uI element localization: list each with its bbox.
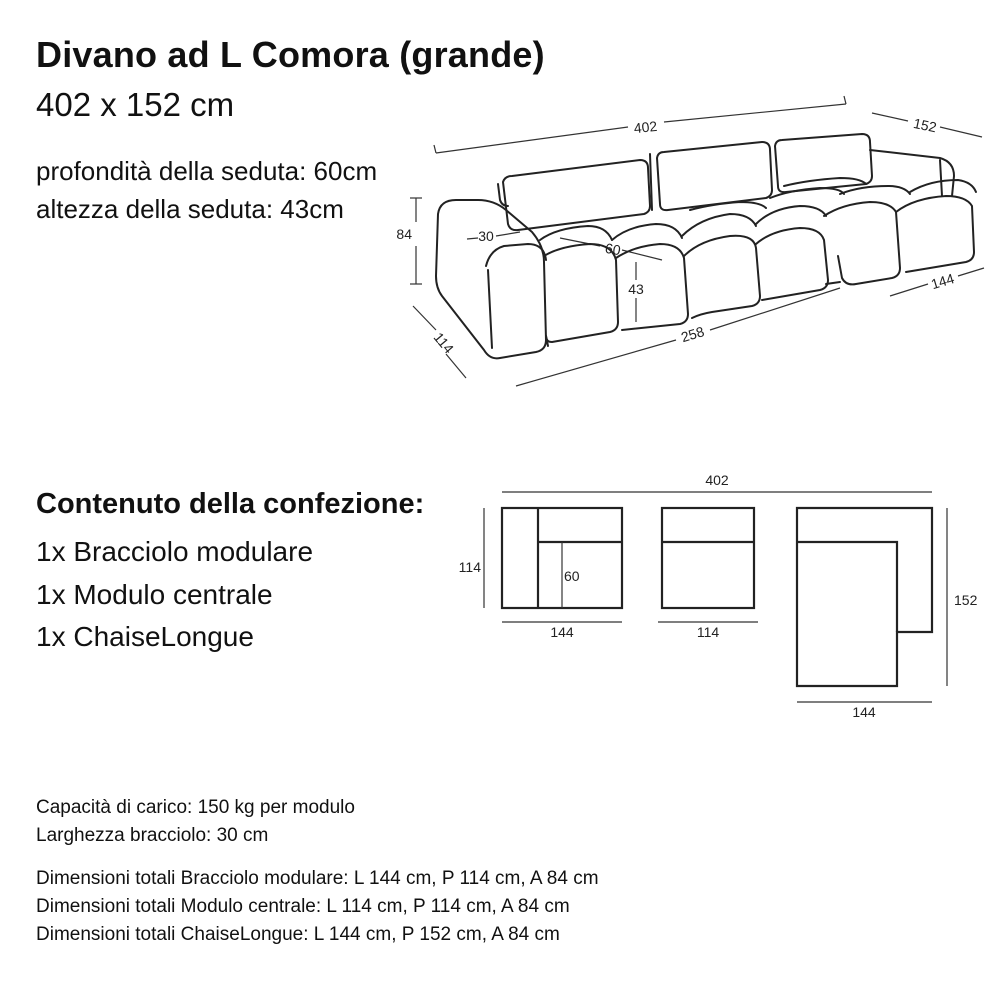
dim-chaise-depth: 152 <box>912 115 938 136</box>
plan-arm-width-label: 144 <box>550 624 574 640</box>
package-item-center: 1x Modulo centrale <box>36 579 273 610</box>
arm-width-info: Larghezza bracciolo: 30 cm <box>36 825 269 846</box>
dim-arm-width: 30 <box>478 228 494 244</box>
plan-arm-seat-label: 60 <box>564 568 580 584</box>
package-item-chaise: 1x ChaiseLongue <box>36 621 254 652</box>
seat-height-spec: altezza della seduta: 43cm <box>36 194 344 224</box>
sofa-sketch <box>435 133 977 360</box>
dims-center-module: Dimensioni totali Modulo centrale: L 114… <box>36 896 570 917</box>
sketch-dimension-lines <box>410 95 985 387</box>
plan-chaise-depth-label: 152 <box>954 592 978 608</box>
dim-chaise-width: 144 <box>929 270 956 292</box>
product-title: Divano ad L Comora (grande) <box>36 34 545 75</box>
plan-total-label: 402 <box>705 472 729 488</box>
plan-center-width-label: 114 <box>697 624 720 640</box>
dim-seat-depth: 60 <box>604 240 622 258</box>
plan-view: 402 60 114 144 114 152 144 <box>459 472 978 720</box>
plan-chaise-width-label: 144 <box>852 704 876 720</box>
package-heading: Contenuto della confezione: <box>36 488 425 520</box>
dims-chaise: Dimensioni totali ChaiseLongue: L 144 cm… <box>36 924 560 945</box>
dims-arm-module: Dimensioni totali Bracciolo modulare: L … <box>36 868 599 889</box>
product-size: 402 x 152 cm <box>36 86 235 123</box>
dim-total-width: 402 <box>633 118 658 136</box>
package-item-arm: 1x Bracciolo modulare <box>36 536 314 567</box>
plan-chaise <box>795 506 934 688</box>
plan-center-module <box>660 506 756 610</box>
dim-height: 84 <box>396 226 412 242</box>
load-capacity: Capacità di carico: 150 kg per modulo <box>36 797 355 818</box>
seat-depth-spec: profondità della seduta: 60cm <box>36 156 378 186</box>
plan-arm-depth-label: 114 <box>459 559 482 575</box>
dim-front-length: 258 <box>679 323 706 345</box>
sketch-dimension-labels: 402 152 84 30 60 43 114 258 144 <box>396 115 956 357</box>
dim-seat-height: 43 <box>628 281 644 297</box>
dim-side-depth: 114 <box>431 329 458 357</box>
